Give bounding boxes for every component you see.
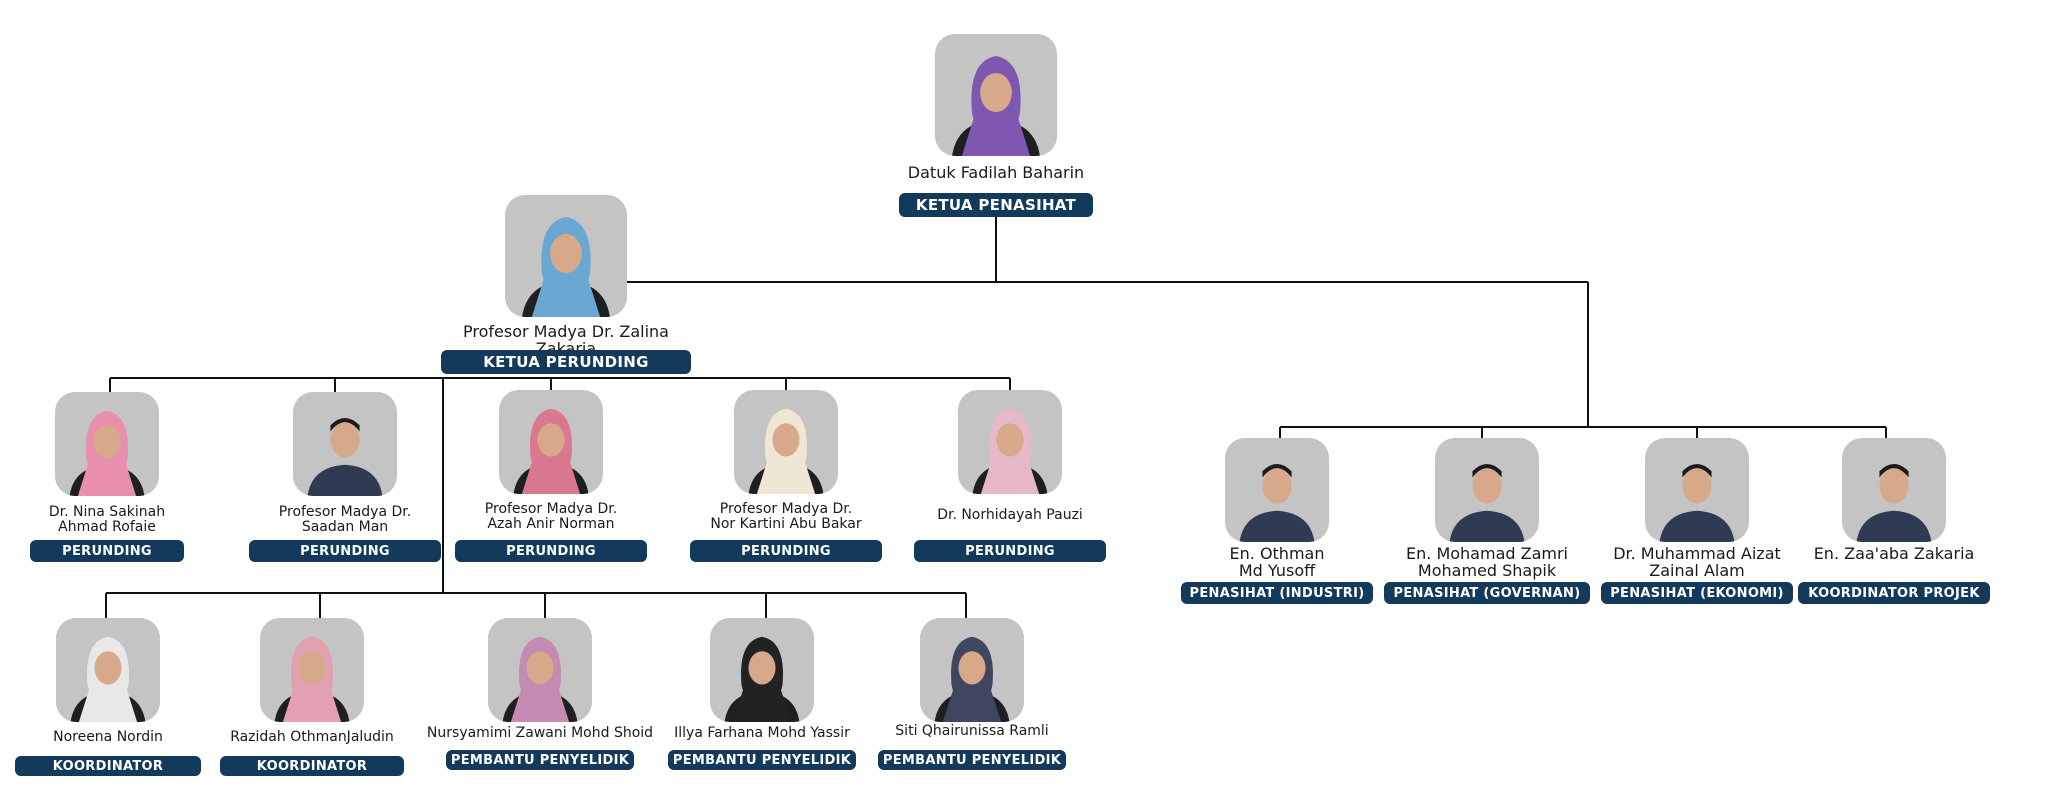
member-name: Illya Farhana Mohd Yassir xyxy=(632,726,892,741)
portrait-photo xyxy=(1645,438,1749,542)
portrait-photo xyxy=(1435,438,1539,542)
portrait-photo xyxy=(55,392,159,496)
member-name: Datuk Fadilah Baharin xyxy=(866,163,1126,182)
member-name: Noreena Nordin xyxy=(0,730,238,745)
portrait-photo xyxy=(505,195,627,317)
member-name: Siti Qhairunissa Ramli xyxy=(842,724,1102,739)
portrait-photo xyxy=(958,390,1062,494)
role-badge: PEMBANTU PENYELIDIK xyxy=(668,750,856,770)
member-name-line: Md Yusoff xyxy=(1238,560,1316,580)
connector-perunding-drops xyxy=(109,378,1011,392)
member-name: Profesor Madya Dr.Saadan Man xyxy=(215,505,475,534)
member-name-line: En. Othman xyxy=(1229,544,1325,563)
portrait-photo xyxy=(734,390,838,494)
member-name-line: Profesor Madya Dr. xyxy=(719,501,853,517)
member-name-line: Ahmad Rofaie xyxy=(58,518,156,535)
member-name: Profesor Madya Dr.Azah Anir Norman xyxy=(421,502,681,531)
role-badge: PERUNDING xyxy=(690,540,882,562)
member-name-line: En. Zaa'aba Zakaria xyxy=(1813,544,1975,563)
role-badge: PERUNDING xyxy=(914,540,1106,562)
member-name-line: Noreena Nordin xyxy=(53,729,163,745)
member-name: En. Zaa'aba Zakaria xyxy=(1764,544,2024,563)
member-name-line: Dr. Muhammad Aizat xyxy=(1613,544,1781,563)
role-badge: KETUA PERUNDING xyxy=(441,350,691,374)
portrait-photo xyxy=(293,392,397,496)
member-name-line: Profesor Madya Dr. xyxy=(278,504,412,520)
role-badge: PERUNDING xyxy=(455,540,647,562)
role-badge: PEMBANTU PENYELIDIK xyxy=(446,750,634,770)
role-badge: KETUA PENASIHAT xyxy=(899,193,1093,217)
role-badge: PEMBANTU PENYELIDIK xyxy=(878,750,1066,770)
role-badge: PENASIHAT (GOVERNAN) xyxy=(1384,582,1590,604)
member-name-line: Nursyamimi Zawani Mohd Shoid xyxy=(426,725,654,741)
connector-support-drops xyxy=(105,593,967,618)
member-name-line: Dr. Nina Sakinah xyxy=(48,504,166,520)
member-name-line: Razidah OthmanJaludin xyxy=(230,729,394,745)
member-name-line: Siti Qhairunissa Ramli xyxy=(895,723,1049,739)
role-badge: PENASIHAT (INDUSTRI) xyxy=(1181,582,1373,604)
member-name-line: Illya Farhana Mohd Yassir xyxy=(674,725,850,741)
portrait-photo xyxy=(260,618,364,722)
portrait-photo xyxy=(935,34,1057,156)
portrait-photo xyxy=(1842,438,1946,542)
portrait-photo xyxy=(920,618,1024,722)
portrait-photo xyxy=(488,618,592,722)
member-name-line: En. Mohamad Zamri xyxy=(1406,544,1568,563)
member-name-line: Datuk Fadilah Baharin xyxy=(907,163,1085,182)
member-name-line: Saadan Man xyxy=(301,518,389,535)
portrait-photo xyxy=(1225,438,1329,542)
portrait-photo xyxy=(710,618,814,722)
member-name-line: Mohamed Shapik xyxy=(1417,560,1557,580)
member-name: Dr. Norhidayah Pauzi xyxy=(880,508,1140,523)
role-badge: KOORDINATOR xyxy=(220,756,404,776)
member-name-line: Zainal Alam xyxy=(1649,560,1745,580)
role-badge: KOORDINATOR PROJEK xyxy=(1798,582,1990,604)
role-badge: PERUNDING xyxy=(249,540,441,562)
role-badge: KOORDINATOR xyxy=(15,756,201,776)
member-name: Nursyamimi Zawani Mohd Shoid xyxy=(410,726,670,741)
role-badge: PERUNDING xyxy=(30,540,184,562)
role-badge: PENASIHAT (EKONOMI) xyxy=(1601,582,1793,604)
portrait-photo xyxy=(499,390,603,494)
portrait-photo xyxy=(56,618,160,722)
member-name-line: Dr. Norhidayah Pauzi xyxy=(937,507,1083,523)
member-name: Profesor Madya Dr.Nor Kartini Abu Bakar xyxy=(656,502,916,531)
connector-penasihat-drops xyxy=(1279,427,1887,438)
member-name: Razidah OthmanJaludin xyxy=(182,730,442,745)
member-name-line: Nor Kartini Abu Bakar xyxy=(710,515,862,532)
member-name-line: Profesor Madya Dr. xyxy=(484,501,618,517)
member-name-line: Azah Anir Norman xyxy=(487,515,615,532)
